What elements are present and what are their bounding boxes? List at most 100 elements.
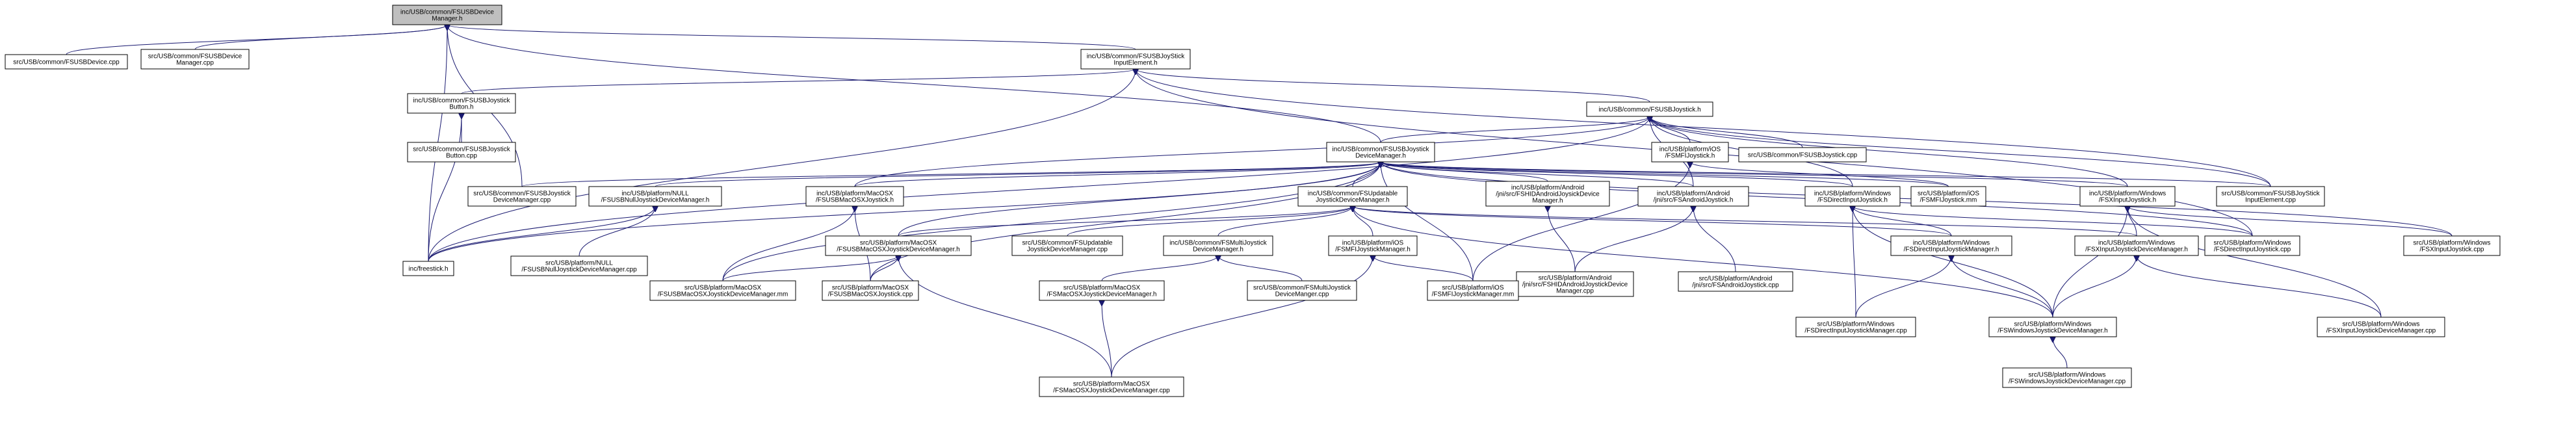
dependency-edge: [1472, 162, 1690, 281]
node-label: /FSWindowsJoystickDeviceManager.h: [1997, 328, 2108, 335]
file-node[interactable]: src/USB/platform/Windows/FSDirectInputJo…: [2204, 235, 2300, 256]
file-node[interactable]: inc/USB/common/FSUSBJoyStickInputElement…: [1080, 49, 1191, 70]
file-node[interactable]: src/USB/platform/iOS/FSMFIJoystickManage…: [1427, 280, 1519, 301]
dependency-edge: [2052, 255, 2137, 318]
node-label: /FSUSBMacOSXJoystickDeviceManager.h: [837, 246, 960, 254]
dependency-edge: [1381, 161, 1853, 187]
file-node[interactable]: inc/USB/platform/MacOSX/FSUSBMacOSXJoyst…: [805, 186, 904, 207]
file-node[interactable]: inc/USB/common/FSUpdatableJoystickDevice…: [1297, 186, 1408, 207]
file-node[interactable]: src/USB/platform/Android/jni/src/FSHIDAn…: [1516, 271, 1634, 297]
file-node[interactable]: src/USB/platform/Windows/FSXInputJoystic…: [2317, 317, 2445, 337]
node-label: /FSUSBMacOSXJoystick.h: [816, 197, 894, 204]
dependency-edge: [194, 24, 447, 50]
dependency-edge: [1380, 116, 1650, 143]
file-node[interactable]: inc/USB/common/FSUSBJoystick.h: [1586, 101, 1713, 117]
file-node[interactable]: src/USB/platform/iOS/FSMFIJoystick.mm: [1910, 186, 1986, 207]
file-node[interactable]: src/USB/common/FSUSBJoystick.cpp: [1738, 147, 1867, 163]
file-node[interactable]: inc/USB/platform/Windows/FSDirectInputJo…: [1890, 235, 2012, 256]
dependency-edge: [1693, 206, 1736, 272]
node-label: src/USB/platform/MacOSX: [1073, 381, 1151, 388]
dependency-edge: [1353, 205, 1373, 237]
file-node[interactable]: src/USB/common/FSUSBJoystickDeviceManage…: [467, 186, 577, 207]
node-label: src/USB/platform/Windows: [1817, 321, 1895, 328]
node-box: [1890, 235, 2012, 256]
file-node[interactable]: src/USB/platform/Android/jni/src/FSAndro…: [1678, 271, 1793, 292]
file-node[interactable]: src/USB/platform/MacOSX/FSUSBMacOSXJoyst…: [649, 280, 796, 301]
node-box: [1738, 147, 1867, 163]
file-node[interactable]: src/USB/common/FSMultiJoystickDeviceMang…: [1247, 280, 1357, 301]
dependency-edge: [1650, 116, 1803, 148]
node-box: [2002, 367, 2132, 388]
node-label: JoystickDeviceManager.cpp: [1027, 246, 1108, 254]
dependency-edge: [1381, 161, 1949, 187]
file-node[interactable]: src/USB/platform/Windows/FSXInputJoystic…: [2403, 235, 2501, 256]
file-node[interactable]: src/USB/common/FSUpdatableJoystickDevice…: [1011, 235, 1123, 256]
node-label: /FSMFIJoystickManager.mm: [1432, 291, 1515, 298]
dependency-edge: [1217, 205, 1353, 237]
dependency-edge: [1650, 116, 2128, 187]
dependency-edge: [854, 116, 1650, 187]
file-node[interactable]: inc/freestick.h: [402, 261, 454, 276]
file-node[interactable]: src/USB/common/FSUSBDevice.cpp: [5, 54, 128, 70]
file-node[interactable]: inc/USB/platform/iOS/FSMFIJoystickManage…: [1328, 235, 1418, 256]
file-node[interactable]: inc/USB/platform/Android/jni/src/FSHIDAn…: [1485, 181, 1610, 207]
node-box: [1326, 142, 1435, 163]
node-box: [407, 93, 516, 114]
node-label: src/USB/platform/Windows: [2014, 321, 2092, 328]
file-node[interactable]: inc/USB/platform/Windows/FSDirectInputJo…: [1804, 186, 1901, 207]
node-label: InputElement.cpp: [2245, 197, 2296, 204]
node-label: InputElement.h: [1113, 60, 1157, 67]
dependency-edge: [521, 161, 1381, 187]
file-node[interactable]: src/USB/platform/MacOSX/FSUSBMacOSXJoyst…: [822, 280, 919, 301]
node-box: [1795, 317, 1916, 337]
node-label: /FSDirectInputJoystickManager.cpp: [1804, 328, 1907, 335]
node-label: /FSXInputJoystick.h: [2099, 197, 2156, 204]
node-box: [1485, 181, 1610, 207]
node-label: inc/freestick.h: [408, 266, 448, 273]
node-box: [407, 142, 516, 163]
file-node[interactable]: src/USB/platform/MacOSX/FSMacOSXJoystick…: [1039, 280, 1165, 301]
node-box: [2403, 235, 2501, 256]
file-node[interactable]: src/USB/common/FSUSBJoyStickInputElement…: [2216, 186, 2325, 207]
file-node[interactable]: inc/USB/platform/iOS/FSMFIJoystick.h: [1651, 142, 1729, 163]
file-node[interactable]: src/USB/platform/NULL/FSUSBNullJoystickD…: [510, 255, 648, 276]
node-box: [588, 186, 722, 207]
node-label: DeviceManager.h: [1355, 153, 1406, 160]
node-box: [5, 54, 128, 70]
file-node[interactable]: src/USB/platform/MacOSX/FSMacOSXJoystick…: [1039, 376, 1184, 397]
file-node[interactable]: inc/USB/common/FSMultiJoystickDeviceMana…: [1163, 235, 1273, 256]
file-node[interactable]: inc/USB/platform/Windows/FSXInputJoystic…: [2079, 186, 2176, 207]
file-node[interactable]: src/USB/platform/Windows/FSDirectInputJo…: [1795, 317, 1916, 337]
file-node[interactable]: inc/USB/platform/Android/jni/src/FSAndro…: [1637, 186, 1749, 207]
node-label: /jni/src/FSHIDAndroidJoysickDevice: [1496, 191, 1600, 198]
edge-layer: [66, 24, 2452, 378]
node-box: [2204, 235, 2300, 256]
node-box: [1804, 186, 1901, 207]
node-box: [1163, 235, 1273, 256]
file-node[interactable]: inc/USB/platform/Windows/FSXInputJoystic…: [2074, 235, 2199, 256]
node-box: [392, 5, 502, 25]
node-box: [1080, 49, 1191, 70]
file-node[interactable]: inc/USB/common/FSUSBJoystickDeviceManage…: [1326, 142, 1435, 163]
file-node[interactable]: src/USB/platform/MacOSX/FSUSBMacOSXJoyst…: [825, 235, 972, 256]
file-node[interactable]: src/USB/platform/Windows/FSWindowsJoysti…: [2002, 367, 2132, 388]
dependency-edge: [898, 255, 1112, 378]
node-label: src/USB/platform/Android: [1699, 276, 1773, 283]
node-label: src/USB/common/FSUSBJoyStick: [2221, 190, 2320, 198]
node-box: [510, 255, 648, 276]
file-node[interactable]: src/USB/platform/Windows/FSWindowsJoysti…: [1988, 317, 2117, 337]
dependency-edge: [2127, 206, 2382, 318]
dependency-edge: [854, 161, 1381, 187]
dependency-edge: [1951, 255, 2053, 318]
dependency-edge: [722, 206, 855, 281]
node-label: src/USB/platform/Windows: [2343, 321, 2420, 328]
node-label: inc/USB/common/FSUSBJoystick: [413, 98, 511, 105]
dependency-edge: [898, 205, 1353, 237]
file-node[interactable]: inc/USB/platform/NULL/FSUSBNullJoystickD…: [588, 186, 722, 207]
node-label: src/USB/platform/iOS: [1918, 190, 1979, 198]
